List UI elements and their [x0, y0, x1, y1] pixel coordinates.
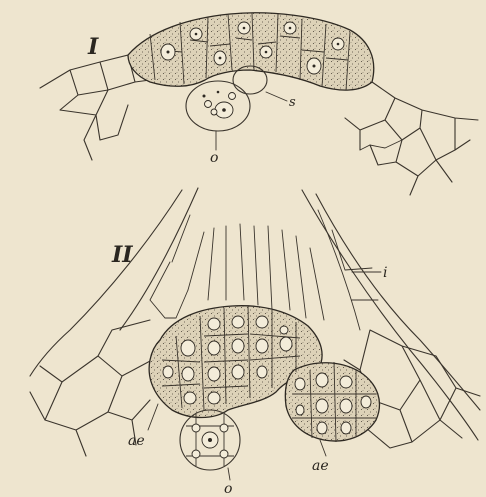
figure-one-cell-mass: [128, 13, 374, 90]
figure-two-label-i: i: [383, 265, 387, 281]
figure-one-tissue: [40, 55, 478, 195]
figure-two: II i ae ae o: [30, 188, 480, 497]
figure-one: I s o: [40, 13, 478, 195]
figure-one-label-o: o: [210, 150, 218, 166]
figure-two-leader-ae-left: [148, 404, 158, 430]
figure-two-egg-cell: [180, 410, 240, 480]
figure-two-label-ae-left: ae: [128, 433, 145, 449]
figure-one-label-s: s: [289, 95, 296, 110]
figure-two-label-ae-right: ae: [312, 458, 329, 474]
figure-two-cell-mass: [149, 306, 379, 442]
figure-two-leader-ae-right: [320, 440, 326, 456]
figure-two-numeral: II: [111, 242, 133, 268]
figure-one-numeral: I: [87, 34, 99, 60]
figure-two-label-o: o: [224, 481, 232, 497]
